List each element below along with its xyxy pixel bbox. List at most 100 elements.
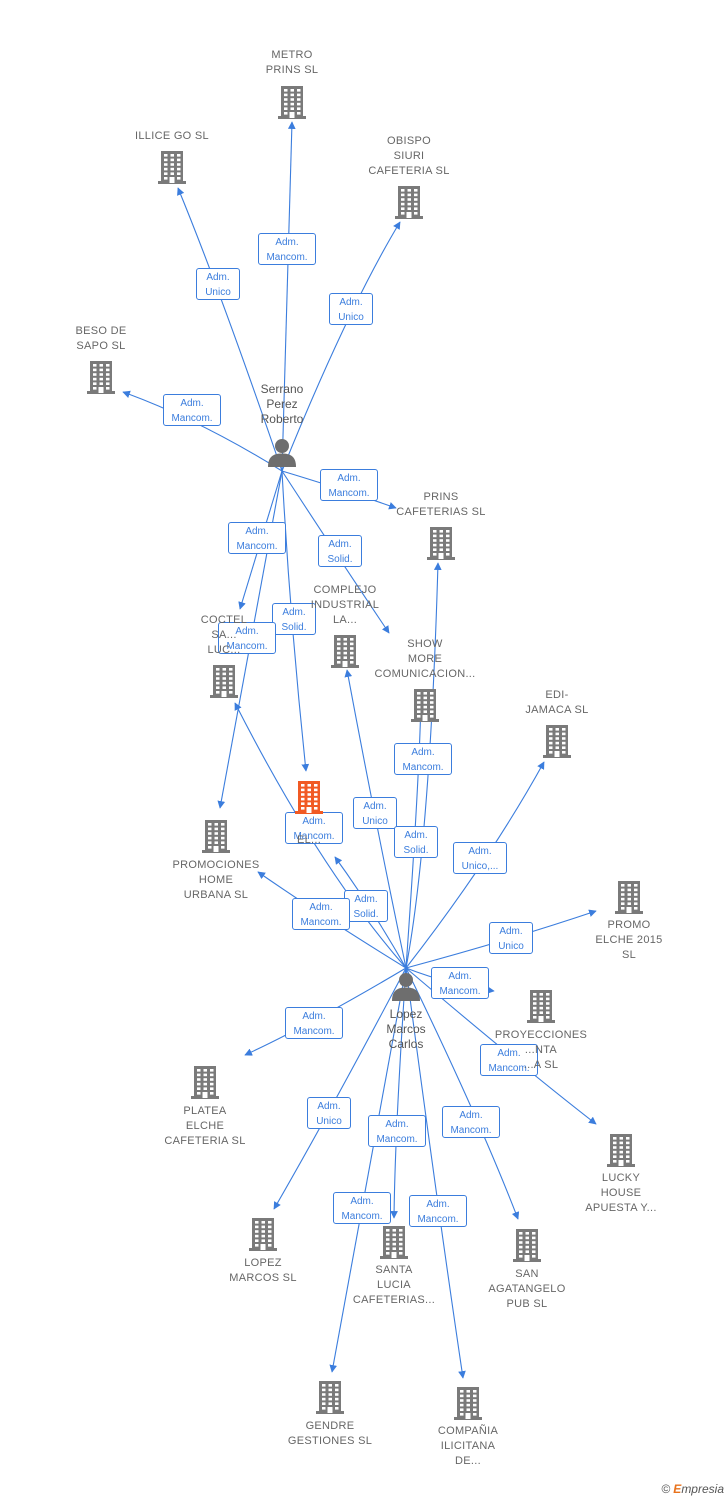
role-label-lopez-promo2015[interactable]: Adm.Unico: [489, 922, 533, 954]
copyright-symbol: ©: [661, 1482, 671, 1496]
edge-lopez-to-prins: [405, 562, 442, 969]
building-icon[interactable]: [87, 360, 115, 394]
node-label-line: BESO DE: [75, 325, 127, 337]
building-icon[interactable]: [191, 1065, 219, 1099]
role-label-lopez-lopezsl[interactable]: Adm.Unico: [307, 1097, 351, 1129]
node-label-line: COMUNICACION...: [374, 668, 476, 680]
node-label-line: Roberto: [260, 412, 304, 426]
building-icon[interactable]: [411, 688, 439, 722]
edge-lopez-to-compania: [405, 967, 466, 1379]
watermark: ©Empresia: [661, 1482, 724, 1496]
building-icon[interactable]: [615, 880, 643, 914]
role-label-line: Adm.: [302, 816, 326, 827]
node-label-proyecciones: PROYECCIONES...NTA...A SL: [486, 1028, 596, 1073]
node-label-line: GESTIONES SL: [287, 1435, 373, 1447]
node-label-line: SANTA: [375, 1264, 413, 1276]
node-label-line: SHOW: [407, 638, 443, 650]
role-label-line: Adm.: [206, 272, 230, 283]
node-label-line: URBANA SL: [183, 889, 249, 901]
role-label-line: Mancom.: [171, 413, 213, 424]
role-label-line: Adm.: [245, 526, 269, 537]
building-icon[interactable]: [427, 526, 455, 560]
role-label-line: Mancom.: [293, 831, 335, 842]
role-label-line: Adm.: [309, 902, 333, 913]
role-label-lopez-sanagat[interactable]: Adm.Mancom.: [442, 1106, 500, 1138]
role-label-line: Unico: [498, 941, 524, 952]
role-label-lopez-gendre[interactable]: Adm.Mancom.: [333, 1192, 391, 1224]
role-label-line: Mancom.: [266, 252, 308, 263]
building-icon[interactable]: [607, 1133, 635, 1167]
building-icon[interactable]: [513, 1228, 541, 1262]
role-label-line: Adm.: [385, 1119, 409, 1130]
role-label-serrano-coctel[interactable]: Adm.Mancom.: [228, 522, 286, 554]
building-icon[interactable]: [395, 185, 423, 219]
node-label-line: PRINS: [423, 491, 459, 503]
person-icon[interactable]: [267, 437, 297, 467]
edge-serrano-to-obispo: [281, 221, 401, 472]
role-label-lopez-lucky[interactable]: Adm.Mancom.: [480, 1044, 538, 1076]
node-label-line: PLATEA: [183, 1105, 227, 1117]
edge-lopez-to-santa: [390, 967, 407, 1219]
role-label-line: Adm.: [339, 297, 363, 308]
role-label-serrano-metro[interactable]: Adm. Mancom.: [258, 233, 316, 265]
node-label-line: CAFETERIA SL: [368, 165, 450, 177]
role-label-line: Adm.: [363, 801, 387, 812]
role-label-line: Mancom.: [450, 1125, 492, 1136]
building-icon[interactable]: [202, 819, 230, 853]
building-icon[interactable]: [543, 724, 571, 758]
node-label-line: HOUSE: [600, 1187, 642, 1199]
role-label-lopez-promociones[interactable]: Adm.Mancom.: [292, 898, 350, 930]
role-label-serrano-beso[interactable]: Adm.Mancom.: [163, 394, 221, 426]
building-icon[interactable]: [380, 1225, 408, 1259]
role-label-line: Adm.: [317, 1101, 341, 1112]
person-icon[interactable]: [391, 971, 421, 1001]
role-label-line: Unico: [362, 816, 388, 827]
role-label-serrano-illice[interactable]: Adm. Unico: [196, 268, 240, 300]
role-label-lopez-santa[interactable]: Adm.Mancom.: [368, 1115, 426, 1147]
node-label-line: Carlos: [388, 1037, 424, 1051]
edge-lopez-to-lopezsl: [273, 967, 407, 1210]
node-label-line: INDUSTRIAL: [310, 599, 380, 611]
node-label-line: EL...: [296, 834, 322, 846]
role-label-lopez-show[interactable]: Adm.Mancom.: [394, 743, 452, 775]
role-label-serrano-complejo[interactable]: Adm.Solid.: [318, 535, 362, 567]
building-icon[interactable]: [278, 85, 306, 119]
node-label-line: SA...: [211, 629, 237, 641]
building-icon[interactable]: [210, 664, 238, 698]
edge-serrano-to-metro: [281, 121, 296, 472]
role-label-lopez-edi[interactable]: Adm.Unico,...: [453, 842, 507, 874]
role-label-serrano-obispo[interactable]: Adm.Unico: [329, 293, 373, 325]
node-label-line: ELCHE: [185, 1120, 225, 1132]
building-icon[interactable]: [527, 989, 555, 1023]
building-icon[interactable]: [316, 1380, 344, 1414]
node-label-line: ELCHE 2015: [595, 934, 663, 946]
role-label-serrano-center[interactable]: Adm.Solid.: [272, 603, 316, 635]
building-icon[interactable]: [454, 1386, 482, 1420]
role-label-lopez-center[interactable]: Adm.Solid.: [344, 890, 388, 922]
role-label-line: Adm.: [426, 1199, 450, 1210]
role-label-lopez-proyecciones[interactable]: Adm.Mancom.: [431, 967, 489, 999]
role-label-lopez-compania[interactable]: Adm.Mancom.: [409, 1195, 467, 1227]
role-label-lopez-prins[interactable]: Adm.Solid.: [394, 826, 438, 858]
building-icon[interactable]: [295, 780, 323, 814]
role-label-lopez-platea[interactable]: Adm.Mancom.: [285, 1007, 343, 1039]
role-label-lopez-coctel[interactable]: Adm. Mancom.: [285, 812, 343, 844]
role-label-line: Mancom.: [402, 762, 444, 773]
role-label-serrano-promociones[interactable]: Adm.Mancom.: [218, 622, 276, 654]
role-label-line: Unico: [205, 287, 231, 298]
role-label-serrano-prins[interactable]: Adm.Mancom.: [320, 469, 378, 501]
building-icon[interactable]: [331, 634, 359, 668]
building-icon[interactable]: [249, 1217, 277, 1251]
node-label-line: COMPAÑIA: [437, 1425, 499, 1437]
role-label-lopez-complejo[interactable]: Adm. Unico: [353, 797, 397, 829]
role-label-line: Adm.: [275, 237, 299, 248]
building-icon[interactable]: [158, 150, 186, 184]
node-label-line: ...NTA: [524, 1044, 558, 1056]
